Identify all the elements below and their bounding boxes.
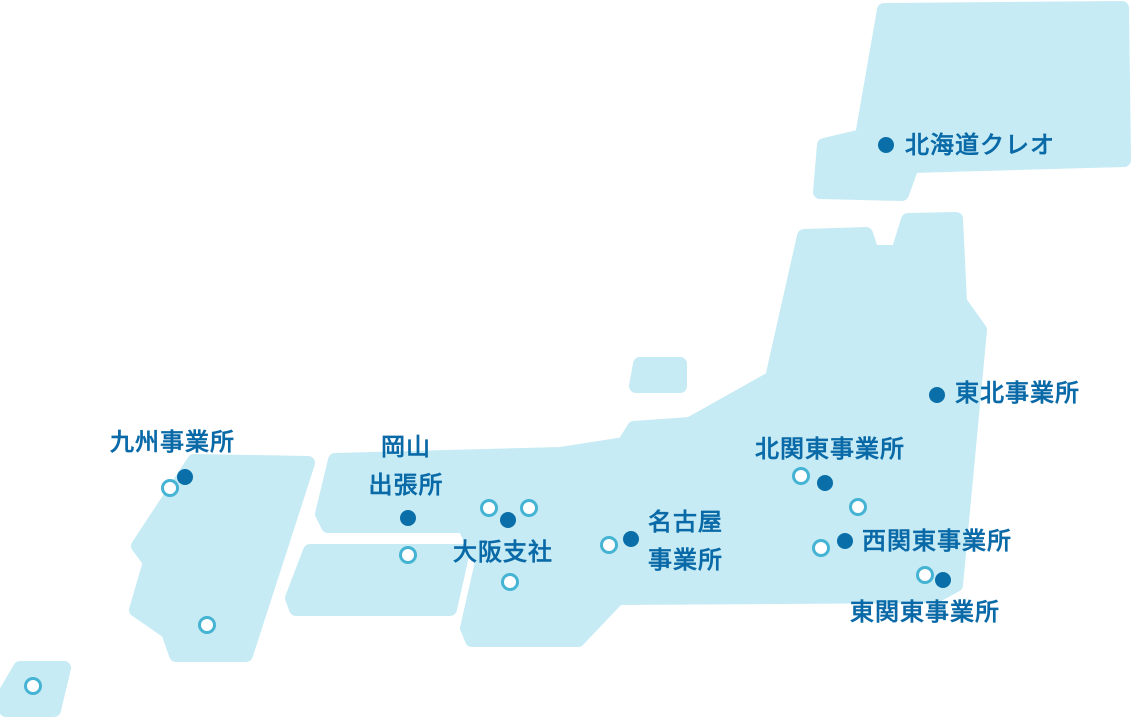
- label-nishikanto-office: 西関東事業所: [862, 527, 1012, 555]
- label-kitakanto-office: 北関東事業所: [755, 435, 905, 463]
- region-honshu: [315, 212, 987, 647]
- label-nagoya-line2: 事業所: [648, 546, 723, 574]
- site-marker: [198, 616, 216, 634]
- office-marker: [817, 475, 833, 491]
- label-nagoya-office: 名古屋 事業所: [648, 503, 723, 579]
- label-hokkaido-creo: 北海道クレオ: [905, 131, 1055, 159]
- office-marker: [177, 469, 193, 485]
- label-okayama-line1: 岡山: [381, 433, 431, 461]
- region-kyushu: [129, 454, 315, 662]
- site-marker: [161, 479, 179, 497]
- office-marker: [878, 137, 894, 153]
- office-marker: [623, 531, 639, 547]
- region-shikoku: [285, 544, 470, 616]
- label-osaka-branch: 大阪支社: [453, 538, 553, 566]
- label-okayama-line2: 出張所: [368, 471, 444, 499]
- label-tohoku-office: 東北事業所: [955, 379, 1080, 407]
- region-hokkaido: [813, 1, 1131, 201]
- site-marker: [520, 499, 538, 517]
- site-marker: [480, 499, 498, 517]
- site-marker: [792, 467, 810, 485]
- site-marker: [24, 677, 42, 695]
- site-marker: [916, 566, 934, 584]
- label-nagoya-line1: 名古屋: [648, 508, 723, 536]
- label-kyushu-office: 九州事業所: [110, 428, 235, 456]
- site-marker: [501, 573, 519, 591]
- office-marker: [935, 572, 951, 588]
- office-marker: [500, 512, 516, 528]
- site-marker: [849, 498, 867, 516]
- site-marker: [399, 546, 417, 564]
- site-marker: [812, 539, 830, 557]
- site-marker: [600, 536, 618, 554]
- office-marker: [929, 387, 945, 403]
- office-marker: [400, 510, 416, 526]
- region-sado: [629, 357, 687, 393]
- label-okayama-branch: 岡山 出張所: [356, 428, 456, 504]
- label-higashikanto-office: 東関東事業所: [850, 598, 1000, 626]
- office-marker: [837, 533, 853, 549]
